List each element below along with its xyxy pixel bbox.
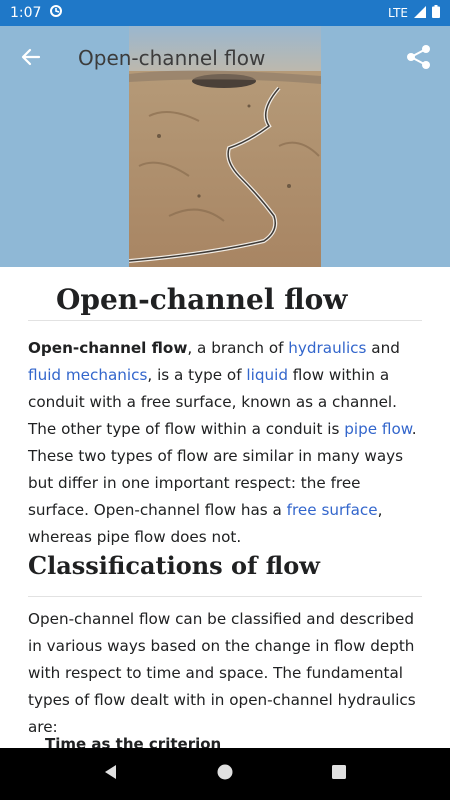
bold-term: Open-channel flow: [28, 339, 188, 357]
nav-back-button[interactable]: [102, 763, 120, 785]
link-fluid-mechanics[interactable]: fluid mechanics: [28, 366, 148, 384]
canal-photo[interactable]: [129, 26, 321, 267]
section-heading-classifications: Classifications of flow: [28, 551, 320, 580]
arrow-back-icon: [21, 47, 41, 71]
section-paragraph: Open-channel flow can be classified and …: [28, 610, 416, 736]
link-pipe-flow[interactable]: pipe flow: [344, 420, 412, 438]
link-hydraulics[interactable]: hydraulics: [288, 339, 367, 357]
title-divider: [28, 320, 422, 321]
link-liquid[interactable]: liquid: [246, 366, 288, 384]
back-button[interactable]: [14, 42, 48, 76]
article-lead-image[interactable]: Open-channel flow: [0, 26, 450, 267]
subheading-time-criterion: Time as the criterion: [45, 735, 222, 748]
article-content: Open-channel flow Open-channel flow, a b…: [0, 267, 450, 748]
share-button[interactable]: [400, 40, 438, 78]
battery-icon: [432, 5, 440, 21]
text-run: , whereas pipe flow does not.: [28, 501, 383, 546]
text-run: flow within a conduit with a free surfac…: [28, 366, 397, 438]
network-type: LTE: [388, 6, 408, 20]
nav-recents-button[interactable]: [330, 763, 348, 785]
section-divider: [28, 596, 422, 597]
text-run: , is a type of: [147, 366, 247, 384]
share-icon: [405, 43, 433, 75]
toolbar-title: Open-channel flow: [78, 46, 266, 70]
nav-home-button[interactable]: [216, 763, 234, 785]
signal-icon: [414, 5, 426, 21]
intro-paragraph: Open-channel flow, a branch of hydraulic…: [28, 335, 424, 551]
page-title: Open-channel flow: [56, 283, 348, 316]
text-run: . These two types of flow are similar in…: [28, 420, 417, 519]
link-free-surface[interactable]: free surface: [286, 501, 378, 519]
text-run: and: [366, 339, 400, 357]
text-run: , a branch of: [187, 339, 289, 357]
status-bar: 1:07 LTE: [0, 0, 450, 26]
clock: 1:07: [10, 5, 42, 21]
system-navigation-bar: [0, 748, 450, 800]
sync-icon: [49, 4, 63, 22]
